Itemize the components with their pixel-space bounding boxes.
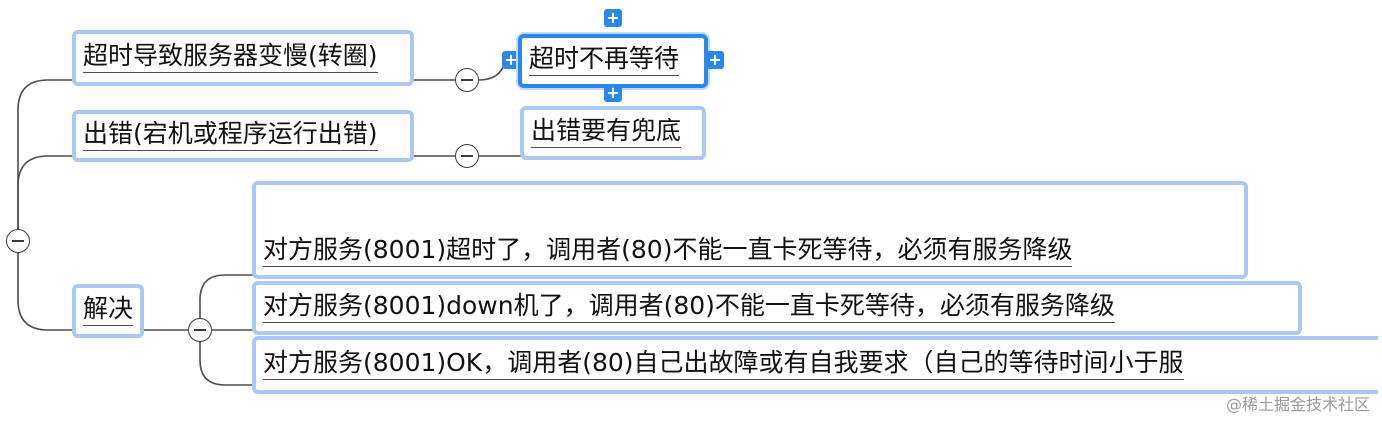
link-root-branch-3 xyxy=(17,241,78,331)
watermark: @稀土掘金技术社区 xyxy=(1225,395,1370,414)
branch-node-solution[interactable]: 解决 xyxy=(72,284,144,338)
branch-3-collapse-button[interactable] xyxy=(188,318,212,342)
link-root-branch-1 xyxy=(17,79,78,241)
link-branch-3-child-1 xyxy=(199,274,258,318)
solution-item-label: 对方服务(8001)OK，调用者(80)自己出故障或有自我要求（自己的等待时间小… xyxy=(263,350,1184,380)
child-label: 超时不再等待 xyxy=(529,46,680,76)
add-before-icon[interactable]: + xyxy=(502,51,520,69)
link-root-branch-2 xyxy=(17,155,78,241)
branch-node-error[interactable]: 出错(宕机或程序运行出错) xyxy=(72,110,414,162)
branch-1-collapse-button[interactable] xyxy=(455,68,479,92)
branch-2-collapse-button[interactable] xyxy=(455,144,479,168)
solution-item-label: 对方服务(8001)超时了，调用者(80)不能一直卡死等待，必须有服务降级 xyxy=(263,237,1073,267)
branch-label: 超时导致服务器变慢(转圈) xyxy=(83,43,378,73)
branch-node-timeout[interactable]: 超时导致服务器变慢(转圈) xyxy=(72,30,414,86)
child-node-fallback[interactable]: 出错要有兜底 xyxy=(520,106,706,160)
child-label: 出错要有兜底 xyxy=(531,118,682,148)
link-branch-3-child-3 xyxy=(199,342,258,386)
solution-item-timeout[interactable]: 对方服务(8001)超时了，调用者(80)不能一直卡死等待，必须有服务降级 xyxy=(252,181,1248,279)
solution-item-down[interactable]: 对方服务(8001)down机了，调用者(80)不能一直卡死等待，必须有服务降级 xyxy=(252,281,1302,335)
branch-label: 出错(宕机或程序运行出错) xyxy=(83,121,378,151)
child-node-no-wait[interactable]: 超时不再等待 xyxy=(518,34,708,88)
add-below-icon[interactable]: + xyxy=(604,84,622,102)
add-above-icon[interactable]: + xyxy=(604,9,622,27)
branch-label: 解决 xyxy=(83,296,134,326)
solution-item-self-fault[interactable]: 对方服务(8001)OK，调用者(80)自己出故障或有自我要求（自己的等待时间小… xyxy=(252,336,1378,394)
root-collapse-button[interactable] xyxy=(6,229,30,253)
add-after-icon[interactable]: + xyxy=(706,51,724,69)
solution-item-label: 对方服务(8001)down机了，调用者(80)不能一直卡死等待，必须有服务降级 xyxy=(263,293,1115,323)
